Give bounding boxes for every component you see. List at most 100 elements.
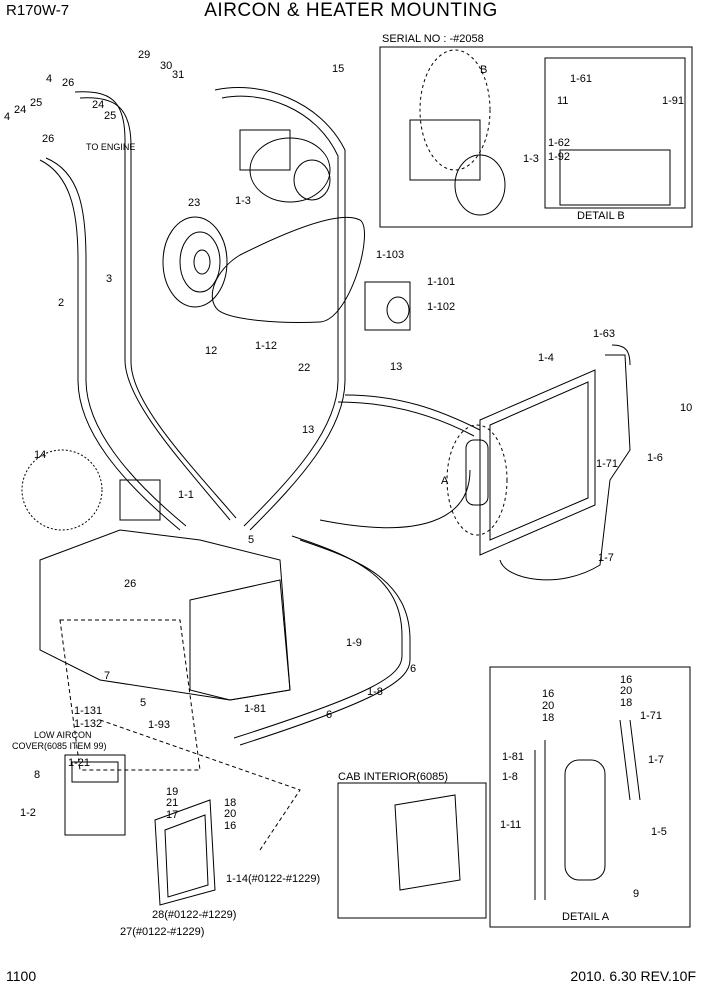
cab-interior-caption: CAB INTERIOR(6085) — [338, 771, 448, 783]
callout: B — [480, 64, 487, 76]
callout: 1-5 — [651, 826, 667, 838]
callout: 18 — [224, 797, 236, 809]
condenser — [479, 369, 596, 556]
callout: 1-4 — [538, 352, 554, 364]
callout: 10 — [680, 402, 692, 414]
callout: 1-62 — [548, 137, 570, 149]
callout: 14 — [34, 449, 46, 461]
callout: 1-92 — [548, 151, 570, 163]
callout: 1-2 — [20, 807, 36, 819]
detail-a-drier — [564, 759, 606, 881]
callout: 1-93 — [148, 719, 170, 731]
callout: 1-81 — [244, 703, 266, 715]
callout: 31 — [172, 69, 184, 81]
detail-a-frame — [489, 666, 691, 928]
callout: 1-102 — [427, 301, 455, 313]
callout: 1-61 — [570, 73, 592, 85]
callout: 17 — [166, 809, 178, 821]
receiver-drier — [465, 439, 489, 506]
callout: 23 — [188, 197, 200, 209]
hose-1-7 — [499, 354, 631, 581]
callout: 8 — [34, 769, 40, 781]
callout: 16 — [224, 820, 236, 832]
control-panel — [64, 754, 126, 836]
callout: 2 — [58, 297, 64, 309]
callout: 7 — [104, 670, 110, 682]
callout: A — [441, 475, 449, 487]
callout: 1-1 — [178, 489, 194, 501]
callout: 1-8 — [502, 771, 518, 783]
callout: 1-71 — [596, 458, 618, 470]
callout: 13 — [390, 361, 402, 373]
callout: 9 — [633, 888, 639, 900]
callout: 1-103 — [376, 249, 404, 261]
callout: 1-12 — [255, 340, 277, 352]
heater-hose-2 — [39, 159, 181, 531]
callout: 1-21 — [68, 757, 90, 769]
serial-number: SERIAL NO : -#2058 — [382, 33, 484, 45]
crank-pulley — [162, 216, 228, 308]
callout: 1-101 — [427, 276, 455, 288]
callout: 1-9 — [346, 637, 362, 649]
model-number: R170W-7 — [6, 2, 70, 19]
callout: 1-7 — [648, 754, 664, 766]
detail-a-caption: DETAIL A — [562, 911, 610, 923]
callout: 11 — [557, 95, 568, 107]
callout: 20 — [542, 700, 554, 712]
detail-b-frame — [379, 46, 693, 228]
cabin-filter — [154, 799, 216, 906]
callout: 16 — [542, 688, 554, 700]
callout: 1-14(#0122-#1229) — [226, 873, 320, 885]
callout: 18 — [620, 697, 632, 709]
callout: 4 — [4, 111, 10, 123]
revision-date: 2010. 6.30 REV.10F — [570, 968, 696, 984]
callout: 6 — [410, 663, 416, 675]
callout: 15 — [332, 63, 344, 75]
callout: 1-8 — [367, 686, 383, 698]
detail-b-caption: DETAIL B — [577, 210, 625, 222]
callout: 20 — [620, 685, 632, 697]
callout: 29 — [138, 49, 150, 61]
callout: 1-81 — [502, 751, 524, 763]
heater-hose-3 — [74, 91, 231, 521]
callout: 18 — [542, 712, 554, 724]
callout: 6 — [326, 709, 332, 721]
callout: 28(#0122-#1229) — [152, 909, 236, 921]
page-title: AIRCON & HEATER MOUNTING — [204, 0, 498, 21]
note-to-engine: TO ENGINE — [86, 142, 135, 152]
callout: 1-71 — [640, 710, 662, 722]
v-belt — [211, 216, 365, 323]
cab-interior-filter — [394, 794, 461, 891]
callout: 21 — [166, 797, 178, 809]
callout: 12 — [205, 345, 217, 357]
callout: 26 — [124, 578, 136, 590]
callout: 30 — [160, 60, 172, 72]
callout: 1-91 — [662, 95, 684, 107]
callout: 5 — [140, 697, 146, 709]
callout: 1-3 — [235, 195, 251, 207]
callout: 24 — [92, 99, 104, 111]
callout: 1-3 — [523, 153, 539, 165]
callout: 1-11 — [500, 819, 521, 831]
callout: 13 — [302, 424, 314, 436]
callout: 20 — [224, 808, 236, 820]
callout: 19 — [166, 786, 178, 798]
idler-bracket — [364, 281, 411, 331]
callout: 22 — [298, 362, 310, 374]
callout: 4 — [46, 73, 52, 85]
callout: 3 — [106, 273, 112, 285]
callout: 27(#0122-#1229) — [120, 926, 204, 938]
callout: 5 — [248, 534, 254, 546]
cab-interior-frame — [337, 782, 487, 919]
callout: 1-132 — [74, 718, 102, 730]
callout: 16 — [620, 674, 632, 686]
callout: 25 — [30, 97, 42, 109]
callout: 26 — [62, 77, 74, 89]
callout: 25 — [104, 110, 116, 122]
note-low-cover-2: COVER(6085 ITEM 99) — [12, 741, 107, 751]
page-number: 1100 — [6, 968, 37, 984]
note-low-cover-1: LOW AIRCON — [34, 730, 92, 740]
refrigerant-line-1-9 — [214, 87, 346, 531]
callout: 1-131 — [74, 705, 102, 717]
